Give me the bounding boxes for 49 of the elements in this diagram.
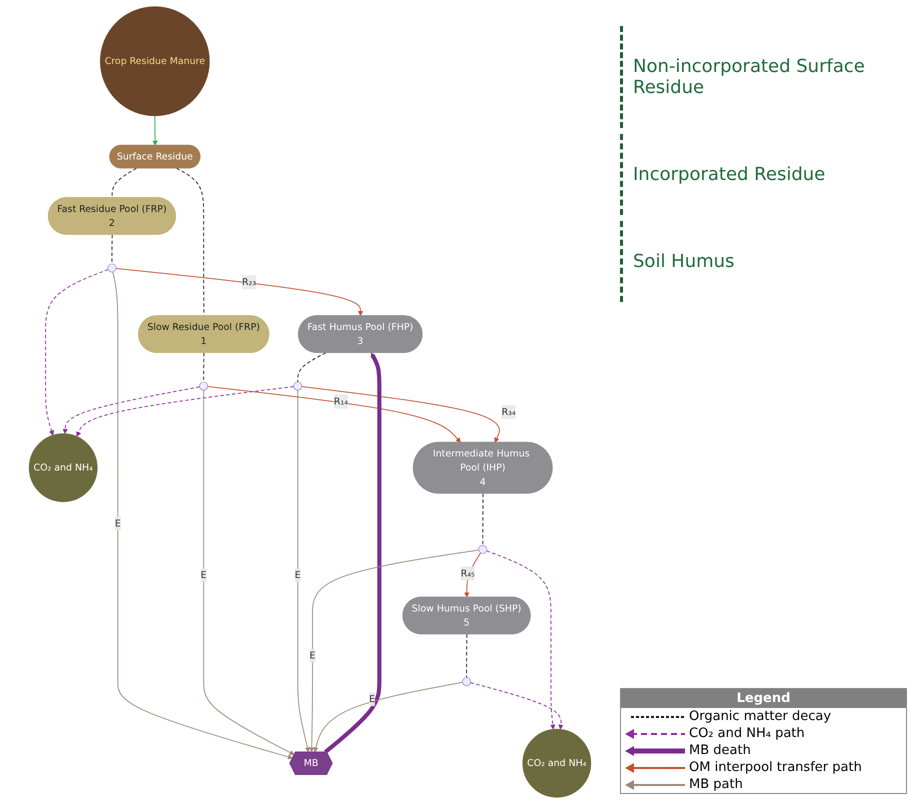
bracket-label: Soil Humus: [620, 221, 907, 302]
bracket-label: Incorporated Residue: [620, 134, 907, 215]
connector: [176, 168, 204, 316]
node-circle: [108, 264, 116, 272]
arrow: [486, 550, 556, 730]
node-circle: CO₂ and NH₄: [28, 433, 98, 502]
connector: [111, 234, 113, 264]
arrow: [203, 390, 295, 755]
legend-text: MB path: [689, 777, 743, 792]
legend-text: Organic matter decay: [689, 709, 832, 724]
edge-label: E: [294, 569, 301, 581]
edge-label: R₃₄: [502, 406, 516, 418]
arrow: [309, 550, 480, 752]
edge-label: R₄₅: [460, 568, 475, 579]
legend-heading: Legend: [621, 689, 906, 708]
arrow: [62, 386, 200, 434]
connector: [297, 352, 326, 382]
arrow: [207, 386, 461, 443]
edge-label: E: [200, 569, 207, 581]
legend-text: OM interpool transfer path: [689, 760, 862, 775]
node-circle: [462, 677, 471, 686]
connector: [466, 634, 468, 678]
edge-label: E: [310, 650, 316, 662]
arrow: [297, 390, 310, 752]
edge-label: R₂₃: [242, 276, 256, 288]
arrow: [76, 386, 294, 437]
connector: [203, 352, 204, 382]
arrow: [464, 552, 482, 598]
legend-text: MB death: [689, 743, 751, 758]
arrow: [152, 115, 158, 146]
legend-text: CO₂ and NH₄ path: [689, 726, 805, 741]
arrow: [301, 386, 500, 443]
arrow: [470, 682, 564, 730]
bracket-label: Non-incorporated Surface Residue: [620, 26, 907, 128]
node-circle: [293, 382, 302, 390]
edge-label: E: [114, 518, 121, 529]
connector: [482, 493, 484, 546]
node-circle: [199, 382, 208, 390]
edge-label: E: [369, 693, 376, 704]
connector: [112, 168, 137, 198]
node-circle: CO₂ and NH₄: [522, 728, 592, 798]
arrow: [45, 269, 109, 436]
edge-label: R₁₄: [334, 396, 348, 407]
arrow: [116, 268, 364, 316]
arrow: [324, 352, 382, 754]
arrow: [313, 682, 463, 752]
node-circle: [478, 544, 488, 554]
arrow: [112, 272, 293, 760]
node-circle: Crop Residue Manure: [100, 6, 210, 116]
